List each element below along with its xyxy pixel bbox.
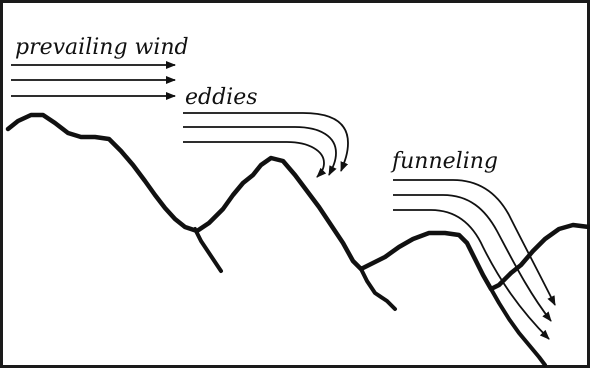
valley-branch-3 [489,287,547,367]
prevailing-wind-label: prevailing wind [15,35,189,60]
funneling-arrow-3 [393,209,550,340]
eddy-arrow-1 [183,112,349,172]
eddy-arrow-2 [183,126,337,176]
valley-branch-2 [359,267,397,311]
funneling-arrow-2 [393,194,552,322]
funneling-label: funneling [392,149,498,174]
mountain-ridge-line [5,112,590,292]
valley-branch-1 [193,227,223,273]
mountain-wind-illustration [5,61,590,367]
eddy-arrow-3 [183,141,327,178]
eddies-label: eddies [185,85,258,110]
funneling-arrow-1 [393,179,556,306]
